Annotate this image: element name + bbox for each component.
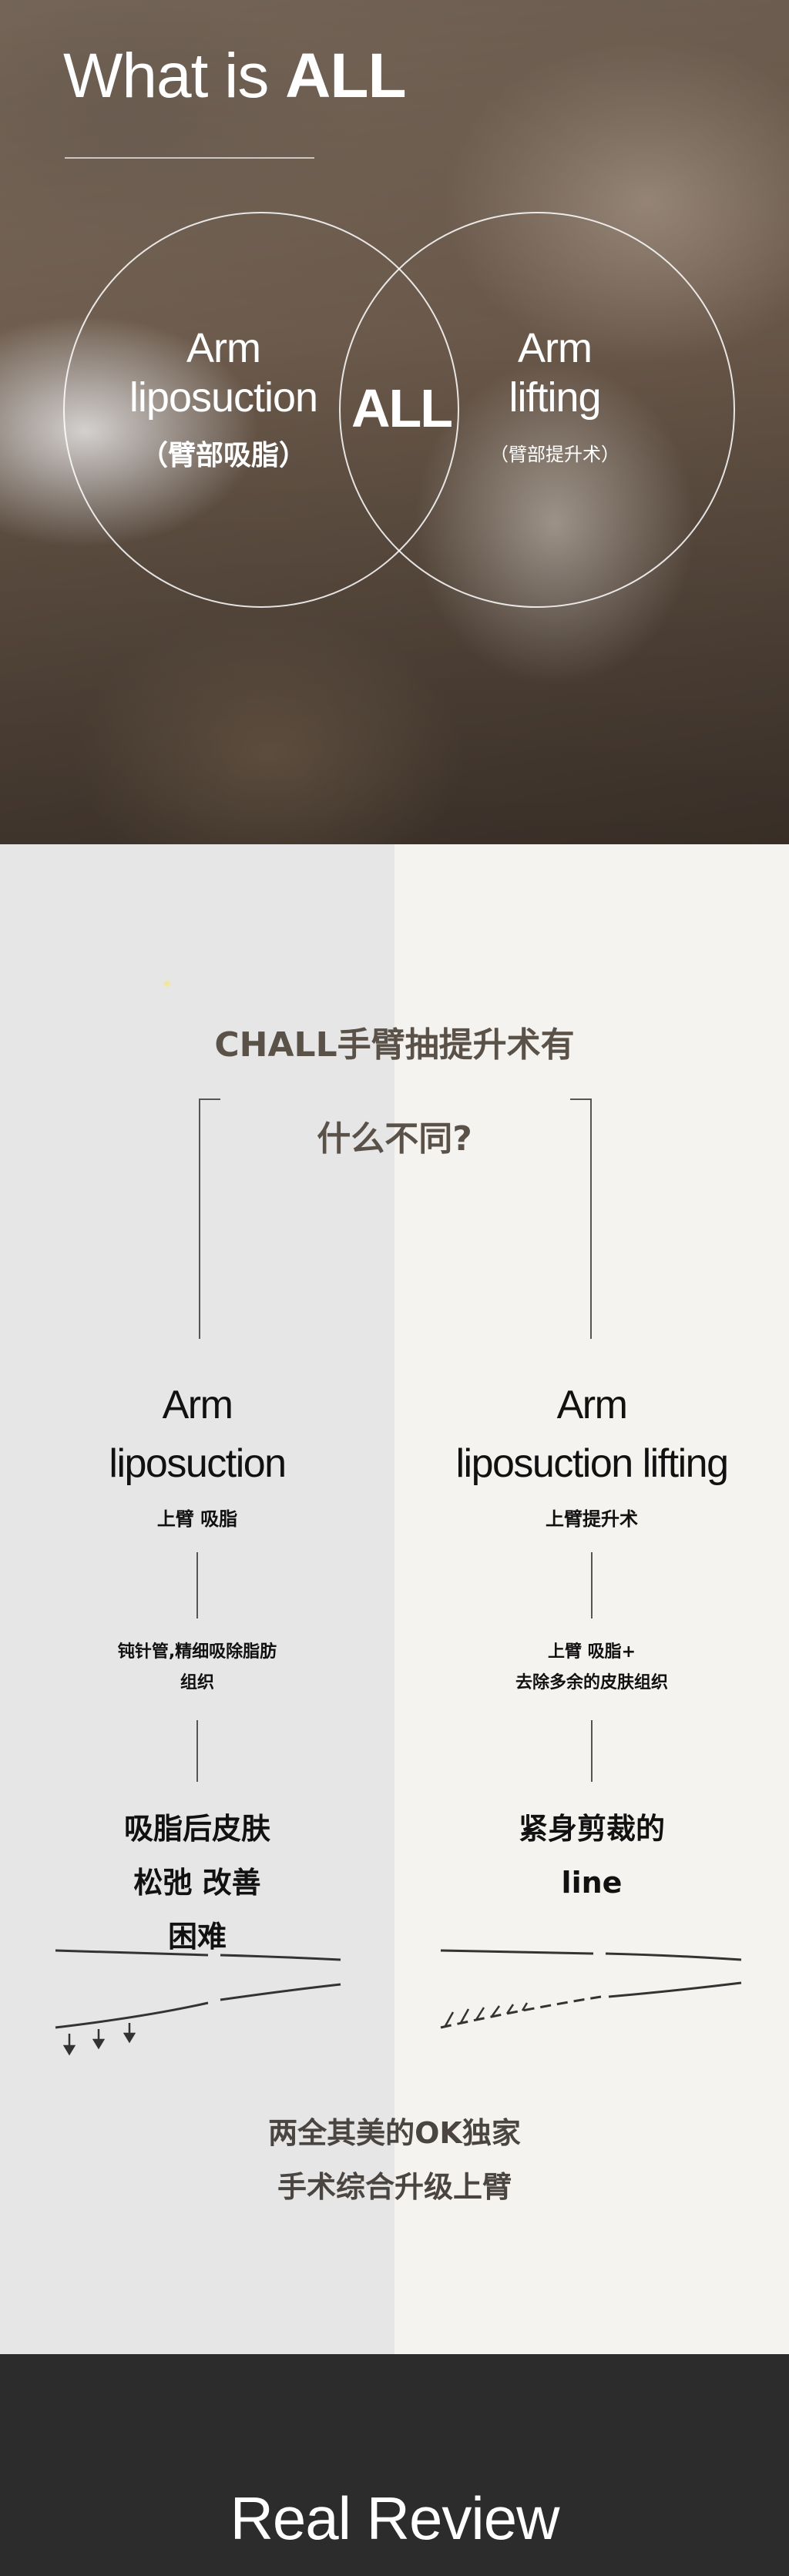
lifted-arm-diagram	[440, 1949, 742, 2029]
lifting-en-line2: liposuction lifting	[455, 1441, 729, 1486]
bracket-left	[199, 1098, 220, 1339]
liposuction-desc-line1: 钝针管,精细吸除脂肪	[117, 1642, 277, 1662]
liposuction-en-line1: Arm	[162, 1383, 233, 1427]
lifting-result-line2: line	[561, 1866, 623, 1900]
bracket-right	[570, 1098, 592, 1339]
venn-center-label: ALL	[351, 378, 453, 438]
venn-left-line2: liposuction	[129, 374, 318, 421]
review-section: Real Review	[0, 2354, 789, 2576]
lifting-column: Arm liposuction lifting 上臂提升术 上臂 吸脂+ 去除多…	[394, 1376, 789, 1910]
excision-dashed-line	[440, 1995, 602, 2029]
liposuction-description: 钝针管,精细吸除脂肪 组织	[0, 1637, 394, 1699]
comparison-title-line2: 什么不同?	[317, 1119, 472, 1159]
hero-title: What is ALL	[63, 41, 407, 111]
venn-circle-right	[339, 212, 735, 608]
liposuction-result-line3: 困难	[167, 1920, 227, 1954]
closing-line1: 两全其美的OK独家	[268, 2116, 521, 2150]
sparkle-icon	[163, 980, 171, 988]
arm-lower-line	[55, 2001, 209, 2029]
lifting-result-line1: 紧身剪裁的	[518, 1812, 665, 1846]
comparison-section: CHALL手臂抽提升术有 什么不同? Arm liposuction 上臂 吸脂…	[0, 844, 789, 2354]
liposuction-result: 吸脂后皮肤 松弛 改善 困难	[0, 1802, 394, 1964]
sag-arrows-icon	[62, 2023, 136, 2056]
connector-line	[591, 1720, 593, 1782]
venn-right-label: Arm lifting （臂部提升术）	[462, 324, 647, 466]
excision-hatch-icon	[444, 2002, 529, 2027]
venn-left-cn: （臂部吸脂）	[139, 440, 307, 471]
liposuction-column: Arm liposuction 上臂 吸脂 钝针管,精细吸除脂肪 组织 吸脂后皮…	[0, 1376, 394, 1964]
lifting-desc-line2: 去除多余的皮肤组织	[515, 1673, 668, 1692]
arm-upper-line	[605, 1952, 742, 1961]
connector-line	[591, 1552, 593, 1618]
connector-line	[196, 1552, 198, 1618]
venn-right-line2: lifting	[509, 374, 601, 421]
closing-line2: 手术综合升级上臂	[277, 2170, 512, 2204]
lifting-en-line1: Arm	[556, 1383, 628, 1427]
venn-right-line1: Arm	[518, 325, 593, 371]
liposuction-result-line2: 松弛 改善	[133, 1866, 261, 1900]
hero-divider	[65, 157, 314, 159]
arm-upper-line	[55, 1949, 209, 1957]
hero-banner: What is ALL Arm liposuction （臂部吸脂） ALL A…	[0, 0, 789, 844]
liposuction-en-line2: liposuction	[109, 1441, 287, 1486]
lifting-result: 紧身剪裁的 line	[394, 1802, 789, 1910]
liposuction-result-line1: 吸脂后皮肤	[123, 1812, 270, 1846]
lifting-subtitle: 上臂提升术	[546, 1508, 638, 1530]
sagging-arm-diagram	[55, 1949, 341, 2056]
arm-upper-line	[220, 1954, 341, 1961]
lifting-desc-line1: 上臂 吸脂+	[547, 1642, 636, 1662]
comparison-title-line1: CHALL手臂抽提升术有	[214, 1025, 575, 1065]
arm-upper-line	[440, 1949, 594, 1955]
venn-right-cn: （臂部提升术）	[490, 444, 619, 465]
arm-lower-line	[220, 1983, 341, 2001]
liposuction-subtitle: 上臂 吸脂	[156, 1508, 238, 1530]
connector-line	[196, 1720, 198, 1782]
lifting-description: 上臂 吸脂+ 去除多余的皮肤组织	[394, 1637, 789, 1699]
arm-lower-line	[608, 1981, 742, 1998]
review-title: Real Review	[230, 2484, 560, 2552]
venn-left-line1: Arm	[186, 325, 261, 371]
liposuction-desc-line2: 组织	[180, 1673, 214, 1692]
closing-statement: 两全其美的OK独家 手术综合升级上臂	[0, 2106, 789, 2214]
venn-left-label: Arm liposuction （臂部吸脂）	[92, 324, 354, 473]
